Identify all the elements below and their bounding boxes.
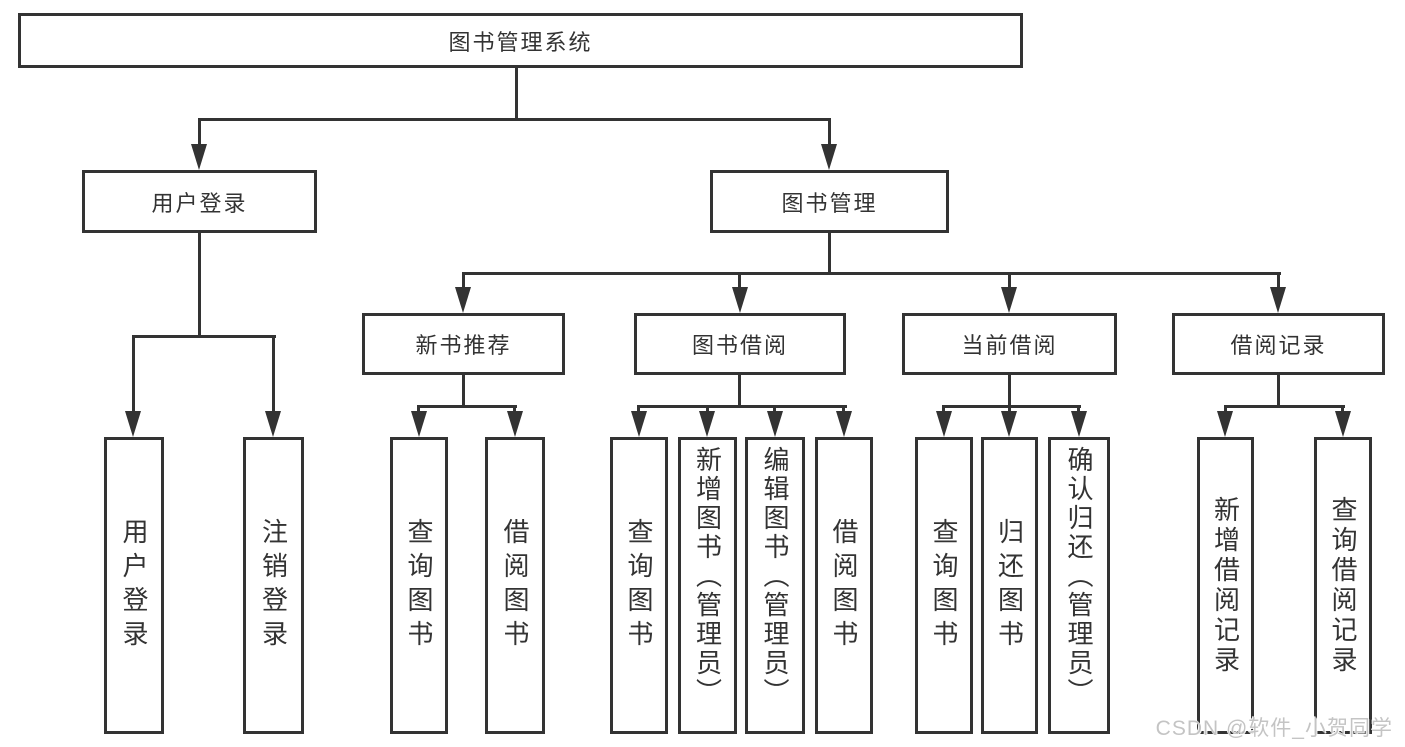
connector-line	[706, 405, 709, 413]
connector-line	[637, 405, 640, 413]
leaf-query-book-recommend: 查询图书	[390, 437, 448, 734]
leaf-borrow-book-recommend: 借阅图书	[485, 437, 545, 734]
connector-line	[738, 375, 741, 408]
arrow-down-icon	[732, 287, 748, 313]
node-label: 查询图书	[404, 517, 434, 654]
arrow-down-icon	[455, 287, 471, 313]
connector-line	[1277, 375, 1280, 408]
node-label: 图书借阅	[691, 333, 788, 358]
connector-line	[1277, 272, 1280, 289]
node-label: 注销登录	[258, 517, 289, 654]
arrow-down-icon	[631, 411, 647, 437]
connector-line	[462, 375, 465, 408]
connector-line	[462, 272, 1281, 275]
node-label: 查询图书	[624, 517, 654, 654]
leaf-query-borrow-record: 查询借阅记录	[1314, 437, 1372, 734]
node-label: 查询借阅记录	[1328, 495, 1358, 676]
node-book-management: 图书管理	[710, 170, 949, 233]
node-library-management-system: 图书管理系统	[18, 13, 1023, 68]
node-book-borrow: 图书借阅	[634, 313, 846, 375]
connector-line	[1224, 405, 1345, 408]
node-label: 新书推荐	[415, 333, 512, 358]
connector-line	[132, 335, 276, 338]
node-new-book-recommend: 新书推荐	[362, 313, 565, 375]
connector-line	[942, 405, 945, 413]
leaf-query-book-current: 查询图书	[915, 437, 973, 734]
arrow-down-icon	[125, 411, 141, 437]
arrow-down-icon	[699, 411, 715, 437]
connector-line	[417, 405, 517, 408]
leaf-return-book: 归还图书	[981, 437, 1038, 734]
node-label: 用户登录	[119, 517, 149, 654]
node-label: 图书管理系统	[448, 29, 593, 55]
arrow-down-icon	[936, 411, 952, 437]
node-label: 新增借阅记录	[1210, 495, 1241, 676]
leaf-logout-login: 注销登录	[243, 437, 304, 734]
connector-line	[513, 405, 516, 413]
arrow-down-icon	[411, 411, 427, 437]
node-current-borrow: 当前借阅	[902, 313, 1117, 375]
node-label: 编辑图书（管理员）	[760, 446, 790, 707]
connector-line	[942, 405, 1081, 408]
connector-line	[1008, 375, 1011, 408]
connector-line	[1341, 405, 1344, 413]
connector-line	[198, 118, 201, 146]
connector-line	[1077, 405, 1080, 413]
leaf-query-book-borrow: 查询图书	[610, 437, 668, 734]
leaf-borrow-book: 借阅图书	[815, 437, 873, 734]
connector-line	[1008, 405, 1011, 413]
arrow-down-icon	[1217, 411, 1233, 437]
arrow-down-icon	[1270, 287, 1286, 313]
connector-line	[828, 118, 831, 146]
node-label: 用户登录	[151, 190, 248, 216]
node-label: 借阅图书	[829, 517, 859, 654]
arrow-down-icon	[1001, 411, 1017, 437]
arrow-down-icon	[265, 411, 281, 437]
arrow-down-icon	[767, 411, 783, 437]
connector-line	[272, 335, 275, 413]
connector-line	[842, 405, 845, 413]
node-label: 借阅记录	[1230, 333, 1327, 358]
connector-line	[1008, 272, 1011, 289]
leaf-add-book-admin: 新增图书（管理员）	[678, 437, 737, 734]
connector-line	[417, 405, 420, 413]
arrow-down-icon	[1335, 411, 1351, 437]
node-label: 当前借阅	[961, 333, 1058, 358]
connector-line	[773, 405, 776, 413]
arrow-down-icon	[836, 411, 852, 437]
node-label: 归还图书	[994, 517, 1025, 654]
node-label: 新增图书（管理员）	[692, 446, 723, 707]
leaf-confirm-return-admin: 确认归还（管理员）	[1048, 437, 1110, 734]
connector-line	[132, 335, 135, 413]
connector-line	[515, 68, 518, 120]
arrow-down-icon	[191, 144, 207, 170]
connector-line	[637, 405, 847, 408]
connector-line	[828, 233, 831, 275]
connector-line	[738, 272, 741, 289]
leaf-edit-book-admin: 编辑图书（管理员）	[745, 437, 805, 734]
node-label: 查询图书	[929, 517, 959, 654]
connector-line	[198, 118, 831, 121]
arrow-down-icon	[507, 411, 523, 437]
leaf-user-login: 用户登录	[104, 437, 164, 734]
node-label: 图书管理	[781, 190, 878, 216]
node-label: 借阅图书	[500, 517, 530, 654]
arrow-down-icon	[1001, 287, 1017, 313]
connector-line	[198, 233, 201, 337]
connector-line	[1224, 405, 1227, 413]
arrow-down-icon	[1071, 411, 1087, 437]
node-borrow-record: 借阅记录	[1172, 313, 1385, 375]
connector-line	[462, 272, 465, 289]
node-label: 确认归还（管理员）	[1064, 446, 1094, 707]
leaf-add-borrow-record: 新增借阅记录	[1197, 437, 1254, 734]
arrow-down-icon	[821, 144, 837, 170]
node-user-login: 用户登录	[82, 170, 317, 233]
csdn-watermark: CSDN @软件_小贺同学	[1155, 717, 1393, 740]
